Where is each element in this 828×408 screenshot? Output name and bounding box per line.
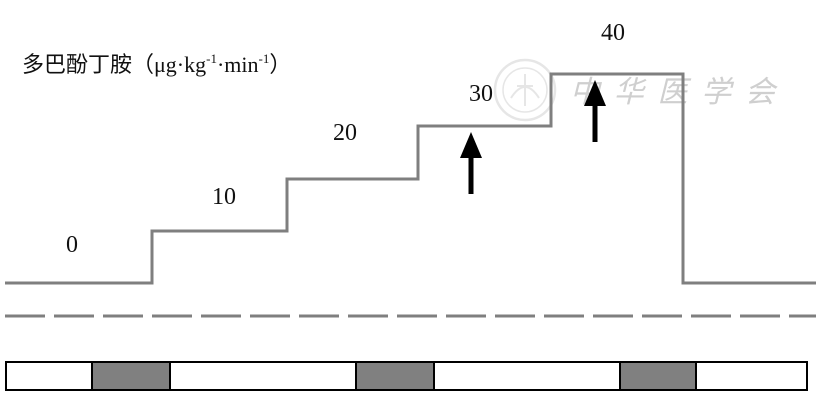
watermark: 中华医学会 — [493, 58, 778, 122]
timeline-segment — [695, 361, 808, 391]
title-unit-sup1: -1 — [206, 51, 217, 66]
title-unit-close: ） — [269, 52, 291, 77]
title-unit-open: （μg·kg — [132, 52, 206, 77]
timeline-segment-shaded — [619, 361, 697, 391]
timeline-segment — [5, 361, 93, 391]
dose-label-0: 0 — [66, 232, 78, 258]
timeline-segment — [433, 361, 621, 391]
seal-icon — [493, 58, 557, 122]
up-arrow-icon — [584, 80, 606, 142]
title-drug: 多巴酚丁胺 — [22, 53, 132, 78]
title-unit-sup2: -1 — [259, 51, 270, 66]
dose-label-30: 30 — [469, 81, 493, 107]
diagram-title: 多巴酚丁胺（μg·kg-1·min-1） — [22, 51, 291, 78]
timeline-segment-shaded — [355, 361, 435, 391]
dose-label-10: 10 — [212, 184, 236, 210]
timeline-segment — [169, 361, 357, 391]
timeline-segment-shaded — [91, 361, 171, 391]
title-unit-mid: ·min — [217, 52, 259, 77]
dose-step-line — [5, 72, 816, 285]
timeline-bar — [5, 361, 808, 391]
dose-label-20: 20 — [333, 120, 357, 146]
dose-label-40: 40 — [601, 20, 625, 46]
up-arrow-icon — [460, 132, 482, 194]
